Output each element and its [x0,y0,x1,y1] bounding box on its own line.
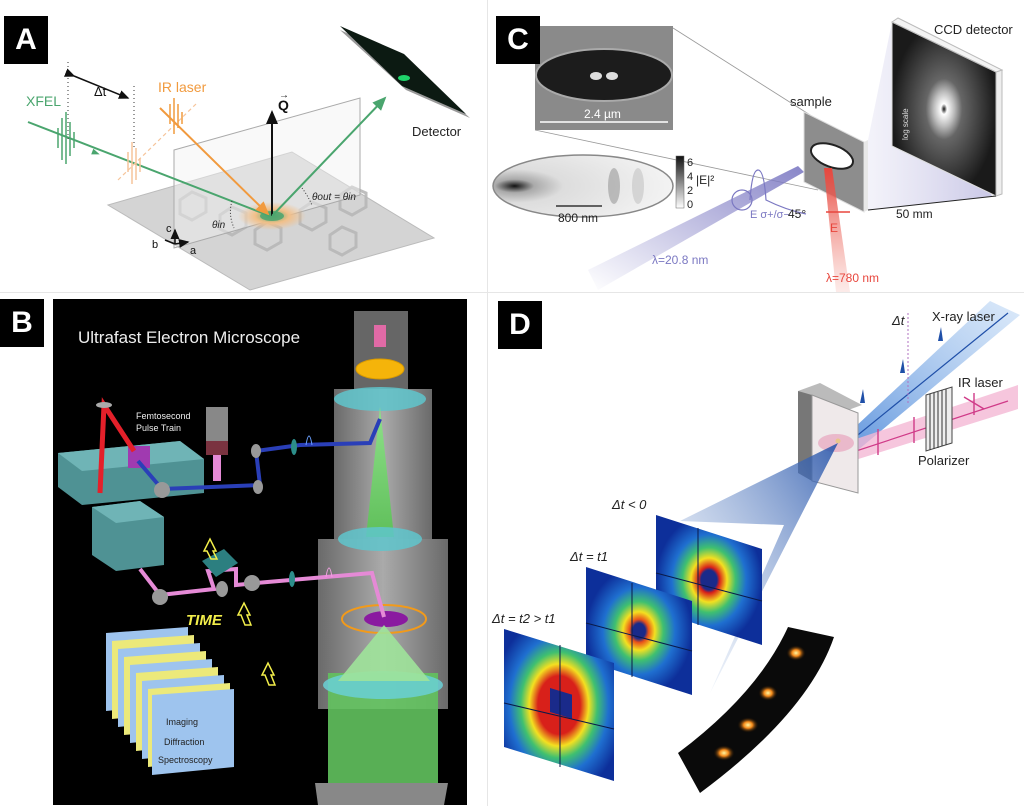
panel-a-diagram: Δt XFEL IR laser Q → Detector θin θout =… [26,26,470,291]
scattering-plane [173,97,361,249]
scattering-cone [680,443,838,693]
xray-laser-label: X-ray laser [932,309,996,324]
axis-c-label: c [166,223,172,235]
panel-badge-a: A [4,16,48,64]
panel-d: D Δt X-ray laser IR laser [488,293,1024,806]
ccd-detector-label: CCD detector [934,22,1013,37]
sem-inset: 2.4 µm [535,26,673,130]
vertical-divider [487,0,488,806]
stack-item-imaging: Imaging [166,717,198,727]
electron-gun [374,325,386,347]
diffraction-frame-3 [503,629,615,781]
colorbar-tick-0: 0 [687,199,693,211]
horizontal-divider [0,292,1024,293]
svg-text:→: → [279,90,289,101]
xuv-wavelength-label: λ=20.8 nm [652,253,708,267]
ir-beam [824,168,850,292]
xfel-scattered-beam [271,96,387,217]
microscope-title: Ultrafast Electron Microscope [78,328,300,347]
panel-c: C 2.4 µm 800 nm 6 4 2 0 [488,0,1024,292]
ir-laser-label: IR laser [958,375,1003,390]
laser-box-bottom [92,501,164,571]
mode-scale-label: 800 nm [558,211,598,225]
panel-c-diagram: 2.4 µm 800 nm 6 4 2 0 |E|² E σ+/σ− λ=20.… [492,17,1013,292]
condenser-lens [355,358,405,380]
panel-badge-c: C [496,16,540,64]
panel-d-diagram: Δt X-ray laser IR laser Polarizer Δt < 0… [491,301,1020,793]
sample-plate [803,111,868,213]
panel-b: B Ultrafast Electron Microscope [0,293,487,806]
delta-t-label: Δt [94,84,107,99]
xfel-incoming-beam [27,121,271,217]
log-scale-label: log scale [901,108,910,140]
ir-pulse-faded [127,142,141,184]
pulse-train-label-1: Femtosecond [136,411,191,421]
e-field-ir-label: E [830,221,838,235]
delta-t-top-label: Δt [891,313,906,328]
polarizer [925,386,953,452]
e-field-xuv-label: E σ+/σ− [750,209,790,221]
axis-b-label: b [152,239,158,251]
xfel-pulse [57,112,75,164]
mode-profile [492,154,674,218]
theta-in-label: θin [212,220,226,231]
distance-label: 50 mm [896,207,933,221]
panel-b-diagram: Ultrafast Electron Microscope [53,299,467,805]
axis-a-label: a [190,245,197,257]
colorbar-tick-2: 2 [687,185,693,197]
ir-pulse [169,98,183,134]
colorbar-tick-6: 6 [687,157,693,169]
detector-spot [398,75,410,81]
stack-item-spectroscopy: Spectroscopy [158,755,213,765]
panel-a: A [0,0,487,292]
polarizer-label: Polarizer [918,453,970,468]
detector-panel [340,26,470,118]
xfel-label: XFEL [26,93,61,109]
stack-item-diffraction: Diffraction [164,737,204,747]
mode-card-stack [106,627,234,775]
frame-label-1: Δt < 0 [611,497,647,512]
colorbar [675,155,685,209]
colorbar-label: |E|² [696,173,714,187]
pink-laser-beam [138,566,386,618]
camera [206,407,228,441]
time-label: TIME [186,612,223,629]
ir-laser-label: IR laser [158,79,207,95]
frame-label-3: Δt = t2 > t1 [491,611,556,626]
inset-scale-label: 2.4 µm [584,107,621,121]
panel-badge-d: D [498,301,542,349]
ir-wavelength-label: λ=780 nm [826,271,879,285]
electron-beam-cone [366,407,394,537]
q-vector-label: Q [278,97,289,113]
panel-badge-b: B [0,299,44,347]
film-strip [678,627,834,793]
angle-label: 45° [788,207,806,221]
pulse-train-label-2: Pulse Train [136,423,181,433]
colorbar-tick-4: 4 [687,171,693,183]
ccd-detector [890,17,1004,197]
frame-label-2: Δt = t1 [569,549,608,564]
sample-label: sample [790,94,832,109]
delta-t-arrow [63,68,130,99]
detector-label: Detector [412,124,462,139]
theta-out-label: θout = θin [312,192,356,203]
time-arrows [202,537,277,686]
